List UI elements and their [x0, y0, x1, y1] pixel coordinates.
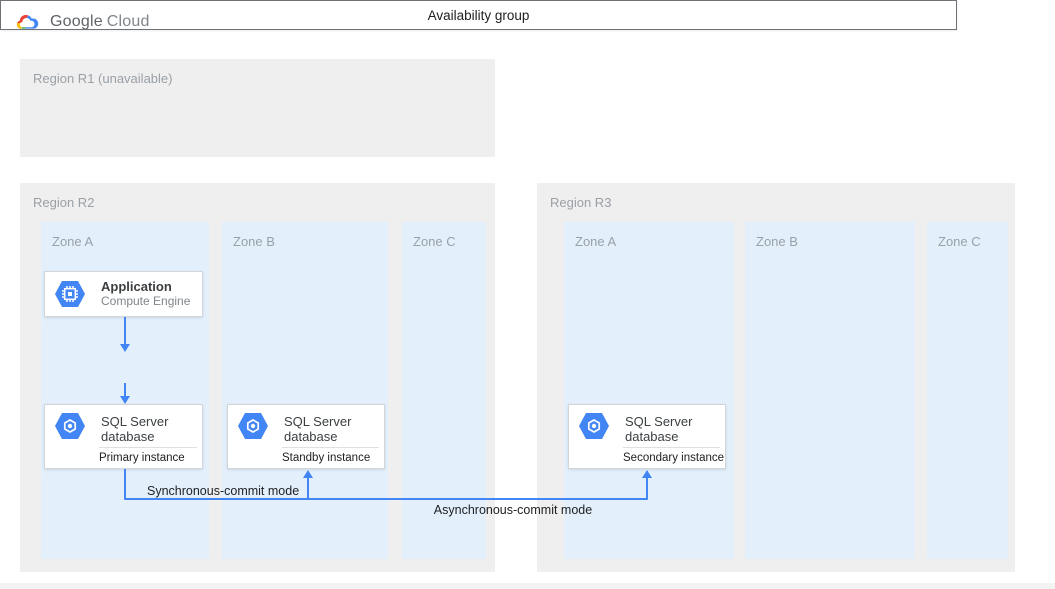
brand-cloud: Cloud [106, 13, 150, 30]
sql-server-database-icon [55, 413, 85, 439]
zone-r2-b-label: Zone B [233, 234, 275, 249]
sql-secondary-top: SQL Server database [578, 412, 717, 444]
sql-secondary-node: SQL Server database Secondary instance [568, 404, 726, 469]
sql-standby-node: SQL Server database Standby instance [227, 404, 385, 469]
sql-server-database-icon [579, 413, 609, 439]
region-r1: Region R1 (unavailable) [20, 59, 495, 157]
divider [623, 447, 720, 448]
zone-r2-a-label: Zone A [52, 234, 94, 249]
sql-server-database-icon [238, 413, 268, 439]
footer-strip [0, 583, 1055, 589]
region-r3-label: Region R3 [550, 195, 612, 210]
availability-group-label: Availability group [427, 7, 530, 23]
sql-standby-instance-label: Standby instance [282, 452, 371, 464]
sql-standby-top: SQL Server database [237, 412, 376, 444]
region-r2-label: Region R2 [33, 195, 95, 210]
compute-engine-icon [55, 281, 85, 307]
zone-r3-b: Zone B [745, 222, 915, 559]
sql-primary-instance-label: Primary instance [99, 452, 185, 464]
application-node: Application Compute Engine [44, 271, 203, 317]
zone-r3-b-label: Zone B [756, 234, 798, 249]
sql-primary-node: SQL Server database Primary instance [44, 404, 203, 469]
zone-r3-c: Zone C [927, 222, 1008, 559]
availability-group-bar: Availability group [0, 0, 957, 30]
zone-r3-a: Zone A [564, 222, 734, 559]
brand-google: Google [50, 13, 103, 30]
zone-r2-c: Zone C [402, 222, 486, 559]
zone-r2-c-label: Zone C [413, 234, 456, 249]
zone-r2-b: Zone B [222, 222, 388, 559]
sql-standby-title: SQL Server database [284, 414, 352, 444]
async-commit-label: Asynchronous-commit mode [433, 503, 593, 517]
divider [99, 447, 197, 448]
zone-r3-c-label: Zone C [938, 234, 981, 249]
zone-r3-a-label: Zone A [575, 234, 617, 249]
application-subtitle: Compute Engine [101, 294, 191, 308]
sql-secondary-title: SQL Server database [625, 414, 693, 444]
divider [282, 447, 379, 448]
sql-primary-title: SQL Server database [101, 414, 169, 444]
sync-commit-label: Synchronous-commit mode [147, 484, 300, 498]
application-title: Application [101, 279, 172, 294]
sql-secondary-instance-label: Secondary instance [623, 452, 725, 464]
region-r1-label: Region R1 (unavailable) [33, 71, 173, 86]
sql-primary-top: SQL Server database [54, 412, 193, 444]
google-cloud-logo-icon [16, 14, 39, 29]
